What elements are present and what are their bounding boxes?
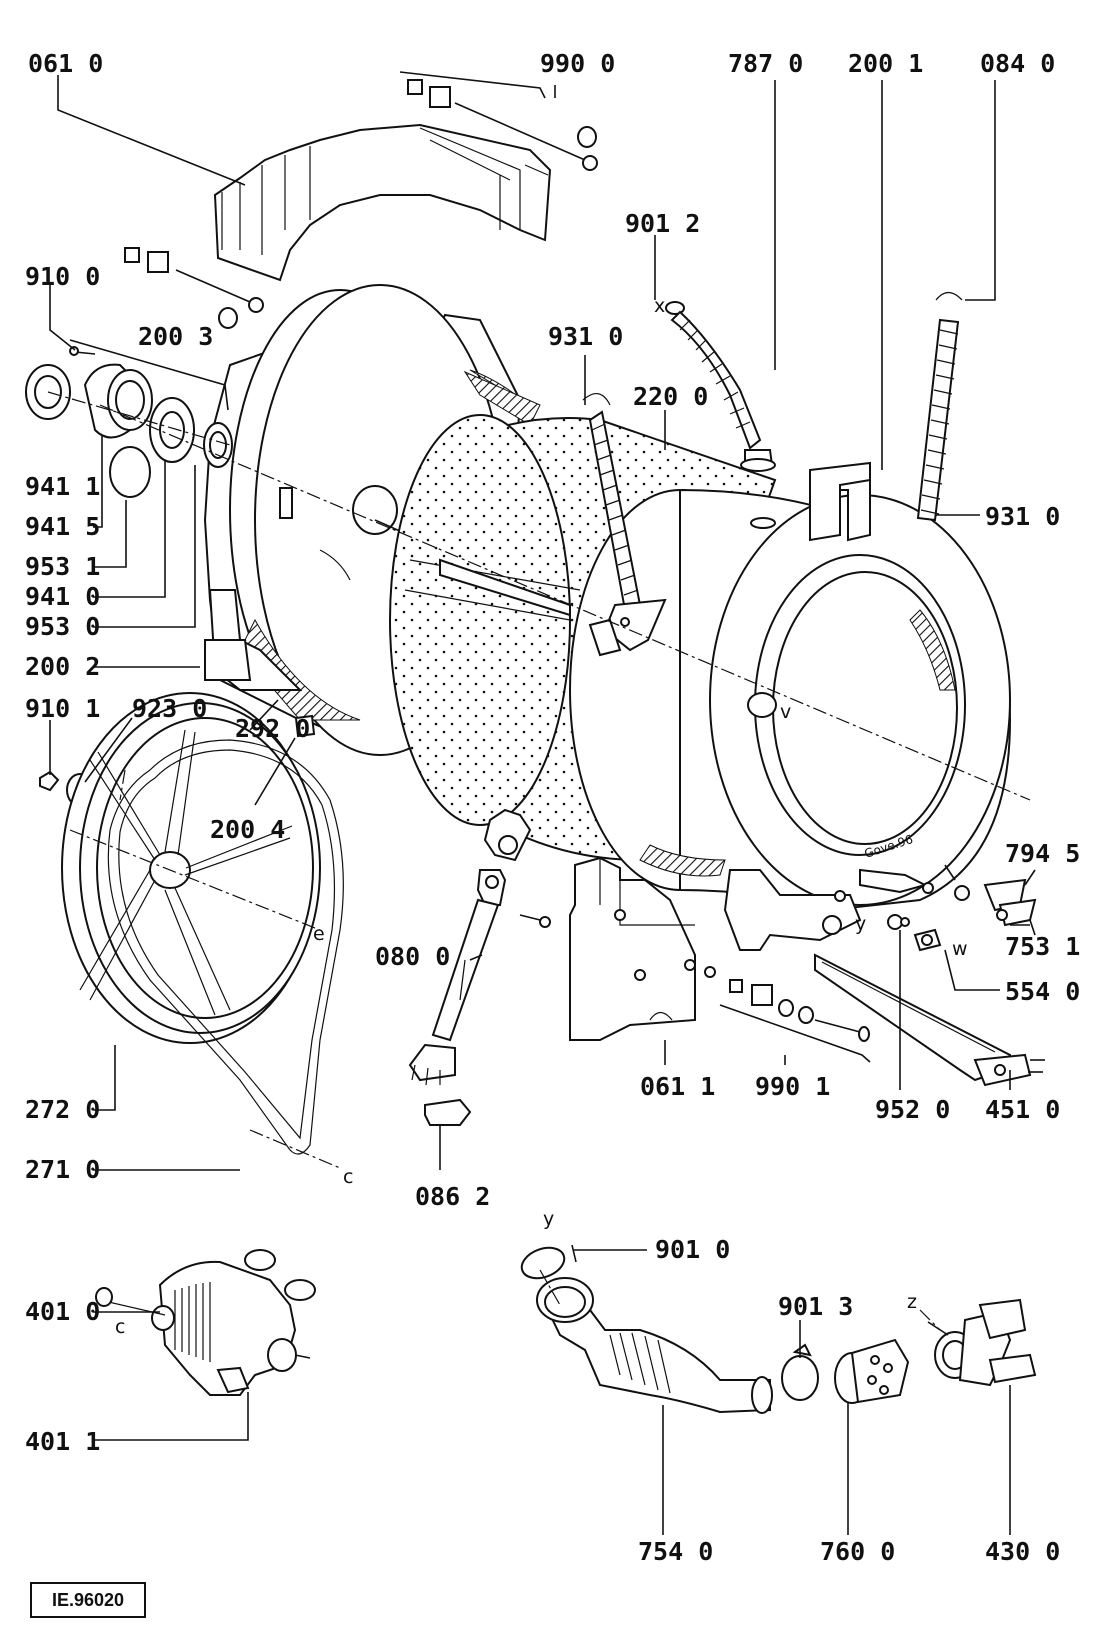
label-272-0: 272 0 [25, 1095, 100, 1124]
label-931-0-right: 931 0 [985, 502, 1060, 531]
label-401-1: 401 1 [25, 1427, 100, 1456]
marker-e: e [313, 923, 325, 945]
pump-axis-line-2 [919, 1309, 941, 1331]
label-754-0: 754 0 [638, 1537, 713, 1566]
drain-pump-part [927, 1298, 1037, 1387]
label-401-0: 401 0 [25, 1297, 100, 1326]
label-901-2: 901 2 [625, 209, 700, 238]
clip-part [294, 714, 316, 738]
drawing-code: IE.96020 [51, 1589, 125, 1610]
marker-z: z [907, 1291, 917, 1313]
label-430-0: 430 0 [985, 1537, 1060, 1566]
label-794-5: 794 5 [1005, 839, 1080, 868]
top-counterweight-part [213, 123, 552, 282]
pump-axis-line [539, 1269, 561, 1306]
tub-bracket-part [809, 461, 871, 542]
label-990-0: 990 0 [540, 49, 615, 78]
label-271-0: 271 0 [25, 1155, 100, 1184]
marker-y-hose: y [543, 1208, 554, 1230]
label-931-0-left: 931 0 [548, 322, 623, 351]
sump-hose-part [520, 1244, 773, 1414]
label-292-0: 292 0 [235, 714, 310, 743]
front-tub-part [569, 468, 1012, 951]
label-990-1: 990 1 [755, 1072, 830, 1101]
marker-w: w [952, 938, 968, 960]
label-952-0: 952 0 [875, 1095, 950, 1124]
axis-line [99, 404, 1031, 801]
label-084-0: 084 0 [980, 49, 1055, 78]
shock-absorber-part [408, 808, 551, 1126]
label-061-1: 061 1 [640, 1072, 715, 1101]
marker-c-motor: c [115, 1316, 125, 1338]
label-760-0: 760 0 [820, 1537, 895, 1566]
label-080-0: 080 0 [375, 942, 450, 971]
marker-v: v [780, 701, 791, 723]
marker-x: x [654, 295, 665, 317]
label-200-4: 200 4 [210, 815, 285, 844]
label-200-2: 200 2 [25, 652, 100, 681]
label-086-2: 086 2 [415, 1182, 490, 1211]
hose-clamp-part [781, 1343, 819, 1401]
part-labels: 061 0 990 0 787 0 200 1 084 0 901 2 910 … [25, 49, 1080, 1566]
axis-line-bearing [47, 391, 231, 446]
label-554-0: 554 0 [1005, 977, 1080, 1006]
marker-c-belt: c [343, 1166, 353, 1188]
sensor-parts [887, 869, 1037, 952]
label-901-3: 901 3 [778, 1292, 853, 1321]
pump-filter-part [834, 1338, 910, 1404]
label-941-5: 941 5 [25, 512, 100, 541]
label-901-0: 901 0 [655, 1235, 730, 1264]
label-941-0: 941 0 [25, 582, 100, 611]
label-200-1: 200 1 [848, 49, 923, 78]
leader-lines [49, 75, 1030, 1535]
label-200-3: 200 3 [138, 322, 213, 351]
bolt-set-990-0 [399, 71, 598, 171]
bearing-assembly-part [25, 346, 233, 498]
front-counterweight-part [569, 856, 696, 1041]
bolt-set-990-1 [704, 966, 871, 1063]
spring-931-left-part [582, 393, 667, 657]
marker-y-tub: y [855, 913, 866, 935]
motor-part [95, 1249, 316, 1396]
spring-931-right-part [916, 291, 963, 522]
drive-belt-part [107, 739, 344, 1169]
label-923-0: 923 0 [132, 694, 207, 723]
label-953-0: 953 0 [25, 612, 100, 641]
label-220-0: 220 0 [633, 382, 708, 411]
label-910-1: 910 1 [25, 694, 100, 723]
label-910-0: 910 0 [25, 262, 100, 291]
hose-787-part [665, 301, 776, 472]
label-787-0: 787 0 [728, 49, 803, 78]
label-451-0: 451 0 [985, 1095, 1060, 1124]
label-753-1: 753 1 [1005, 932, 1080, 961]
label-061-0: 061 0 [28, 49, 103, 78]
pulley-part [61, 692, 321, 1044]
drawing-code-box: IE.96020 [30, 1582, 146, 1618]
label-941-1: 941 1 [25, 472, 100, 501]
bolt-set-left [124, 247, 264, 329]
heater-part [814, 953, 1045, 1087]
label-953-1: 953 1 [25, 552, 100, 581]
